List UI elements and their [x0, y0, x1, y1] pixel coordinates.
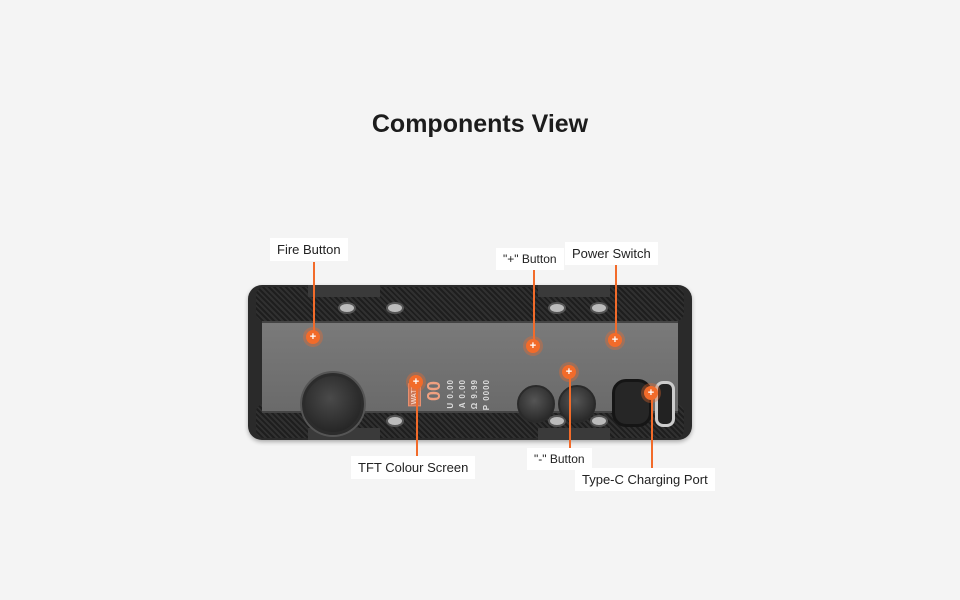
screen-row: P 0000 [482, 379, 491, 411]
plus-marker-icon: + [562, 365, 576, 379]
power-switch[interactable] [612, 379, 652, 427]
screen-row: U 0.00 [446, 379, 455, 409]
fire-button[interactable] [302, 373, 364, 435]
label-fire-button: Fire Button [270, 238, 348, 261]
plus-marker-icon: + [644, 386, 658, 400]
screw [548, 415, 566, 427]
page-title: Components View [371, 110, 589, 138]
plus-marker-icon: + [409, 375, 423, 389]
label-minus-button: "-" Button [527, 448, 592, 470]
clip [308, 285, 380, 297]
screw [590, 415, 608, 427]
screw [590, 302, 608, 314]
callout-line [533, 270, 535, 346]
plus-marker-icon: + [526, 339, 540, 353]
clip [538, 428, 610, 440]
label-type-c-port: Type-C Charging Port [575, 468, 715, 491]
screw [338, 302, 356, 314]
screw [386, 415, 404, 427]
plus-button[interactable] [517, 385, 555, 423]
screw [386, 302, 404, 314]
screen-row: Ω 9.99 [470, 379, 479, 410]
type-c-port [655, 381, 675, 427]
callout-line [615, 265, 617, 340]
plus-marker-icon: + [306, 330, 320, 344]
minus-button[interactable] [558, 385, 596, 423]
label-plus-button: "+" Button [496, 248, 564, 270]
screw [548, 302, 566, 314]
screen-row: A 0.00 [458, 379, 467, 409]
screen-value: 00 [424, 381, 444, 402]
callout-line [313, 262, 315, 337]
device-image: WATT 00 U 0.00 A 0.00 Ω 9.99 P 0000 [248, 285, 692, 440]
clip [538, 285, 610, 297]
label-tft-screen: TFT Colour Screen [351, 456, 476, 479]
label-power-switch: Power Switch [565, 242, 658, 265]
callout-line [569, 372, 571, 448]
callout-line [416, 382, 418, 456]
callout-line [651, 393, 653, 469]
plus-marker-icon: + [608, 333, 622, 347]
